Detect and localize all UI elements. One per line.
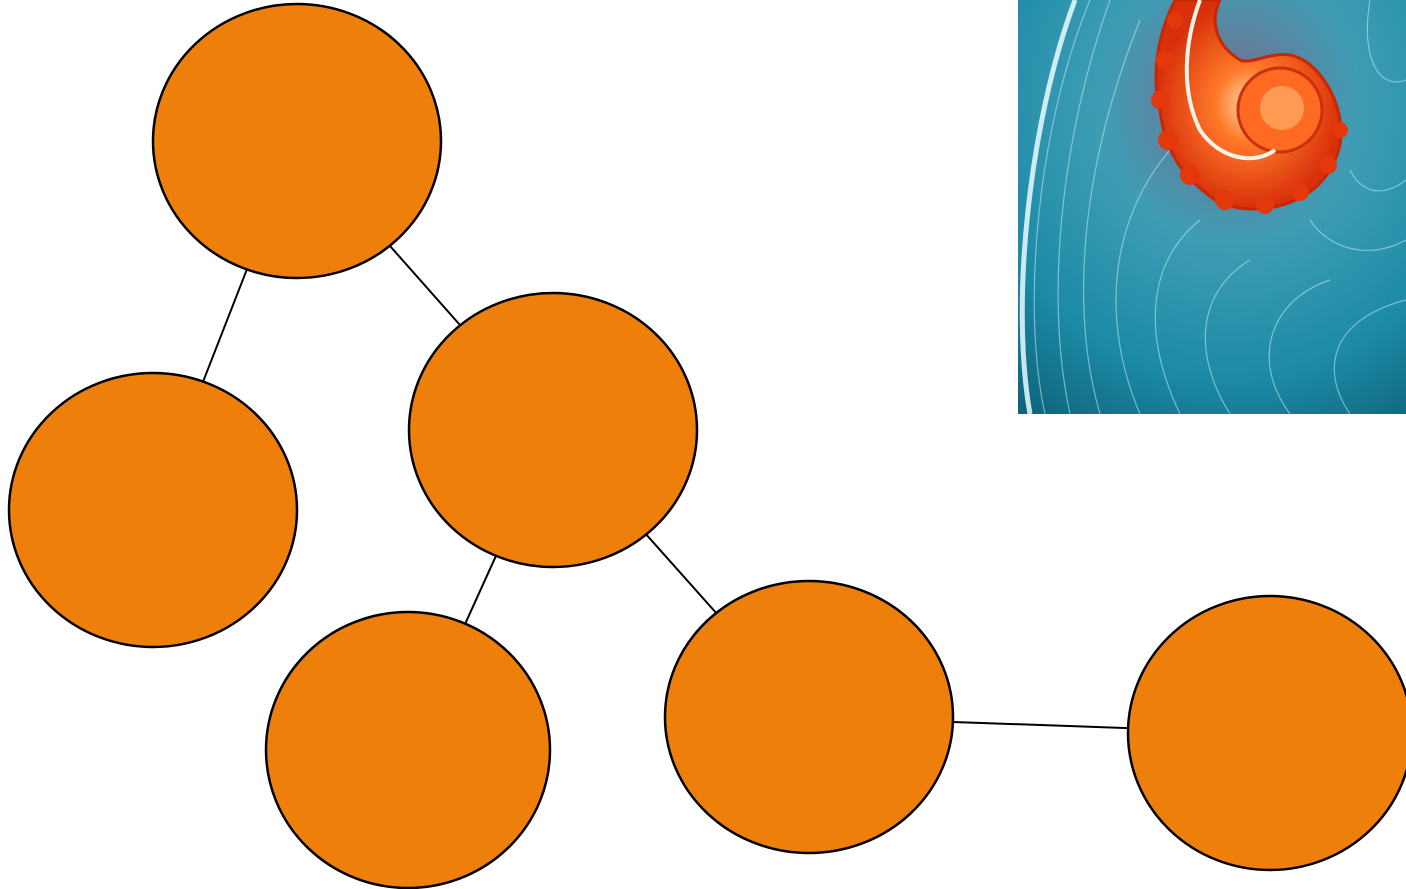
fractal-spiral-image [1018, 0, 1406, 414]
edge-bottom-middle-far-right [952, 720, 1129, 730]
node-middle-child [407, 291, 699, 569]
edge-middle-child-bottom-left [464, 555, 497, 625]
node-left-child [7, 371, 299, 649]
edge-root-left-child [202, 269, 248, 382]
node-far-right [1126, 594, 1406, 872]
nodes-layer [7, 2, 1406, 889]
node-root [151, 2, 443, 280]
edge-root-middle-child [389, 245, 461, 326]
edges-layer [202, 245, 1129, 730]
edge-middle-child-bottom-middle [645, 533, 717, 614]
node-bottom-left [264, 610, 552, 889]
node-bottom-middle [663, 579, 955, 855]
